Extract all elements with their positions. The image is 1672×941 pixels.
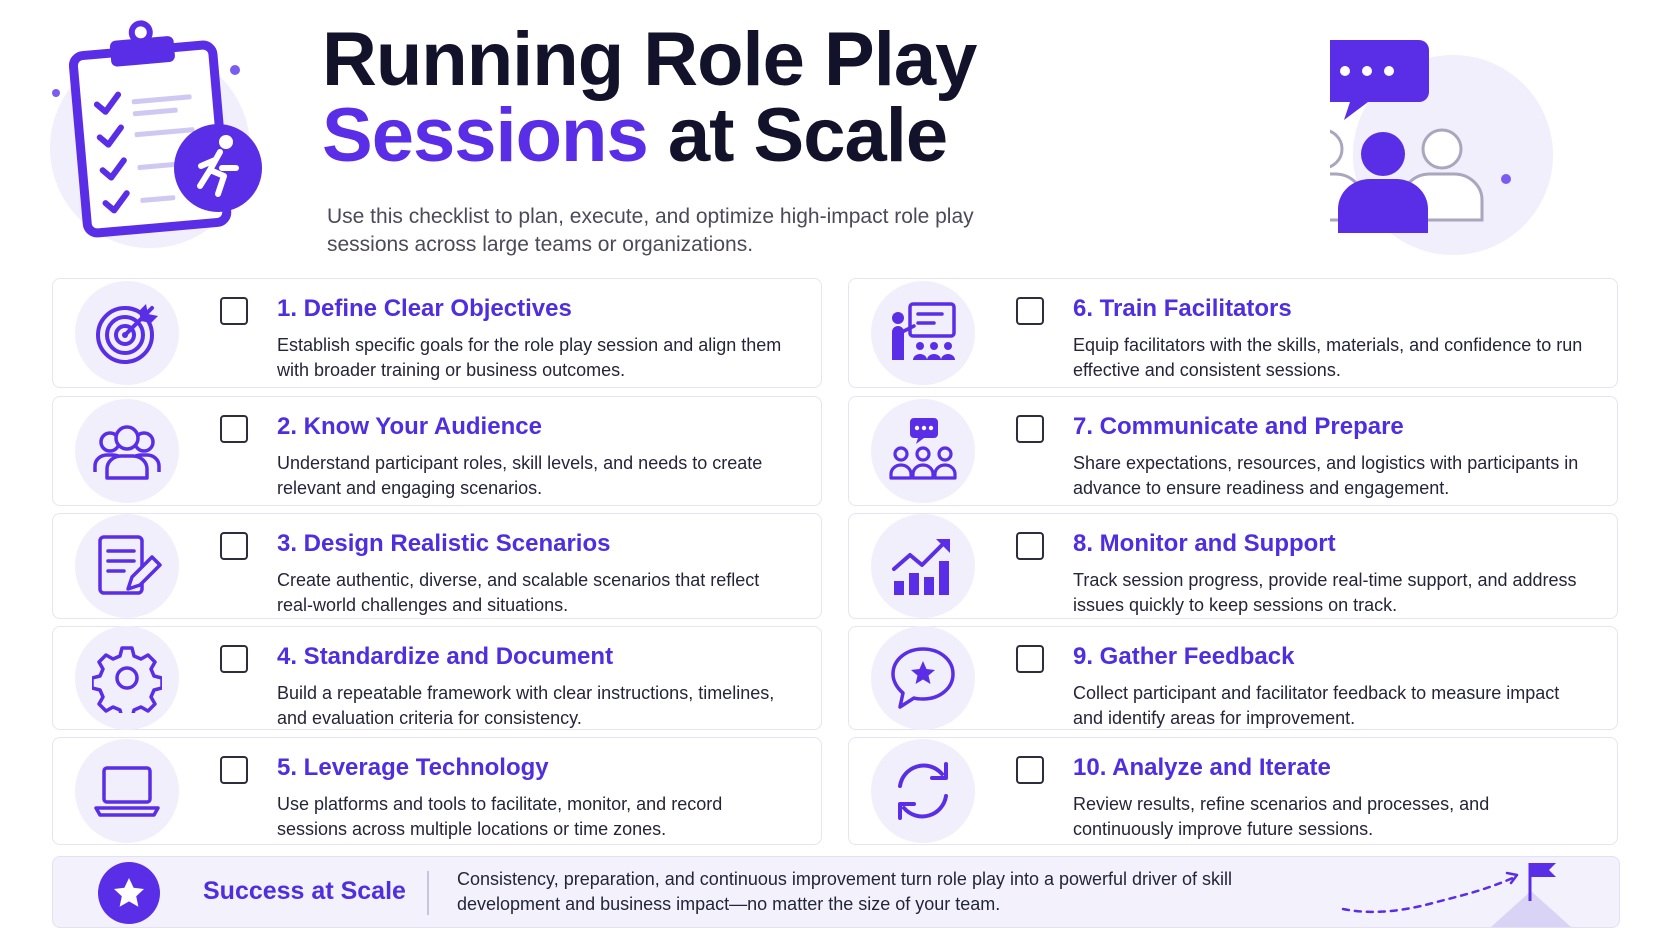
checklist-item-9: 9. Gather Feedback Collect participant a… [848, 626, 1618, 730]
gear-icon-wrapper [75, 626, 179, 730]
item-title-10: 10. Analyze and Iterate [1073, 754, 1331, 781]
checkbox-7[interactable] [1016, 415, 1044, 443]
document-edit-icon-wrapper [75, 514, 179, 618]
footer-divider [427, 871, 429, 915]
group-chat-icon-wrapper [871, 399, 975, 503]
star-badge [98, 862, 160, 924]
title-line1: Running Role Play [322, 17, 977, 102]
star-speech-icon [891, 647, 955, 709]
item-desc-1: Establish specific goals for the role pl… [277, 335, 782, 380]
item-title-1: 1. Define Clear Objectives [277, 295, 572, 322]
audience-icon-wrapper [75, 399, 179, 503]
checkbox-6[interactable] [1016, 297, 1044, 325]
item-title-5: 5. Leverage Technology [277, 754, 549, 781]
item-title-4: 4. Standardize and Document [277, 643, 614, 670]
item-desc-6: Equip facilitators with the skills, mate… [1073, 335, 1583, 380]
title-line2-rest: at Scale [647, 93, 948, 178]
target-icon-wrapper [75, 281, 179, 385]
checkbox-1[interactable] [220, 297, 248, 325]
laptop-icon [94, 766, 160, 817]
item-desc-9: Collect participant and facilitator feed… [1073, 683, 1560, 728]
checkbox-10[interactable] [1016, 756, 1044, 784]
group-chat-icon [889, 418, 957, 480]
growth-chart-icon [892, 539, 950, 595]
flag-icon [1341, 863, 1571, 927]
checklist-item-7: 7. Communicate and Prepare Share expecta… [848, 396, 1618, 506]
item-title-3: 3. Design Realistic Scenarios [277, 530, 611, 557]
checkbox-3[interactable] [220, 532, 248, 560]
checklist-item-8: 8. Monitor and Support Track session pro… [848, 513, 1618, 619]
title-accent: Sessions [322, 93, 649, 178]
checkbox-5[interactable] [220, 756, 248, 784]
success-desc: Consistency, preparation, and continuous… [457, 869, 1233, 914]
item-desc-7: Share expectations, resources, and logis… [1073, 453, 1579, 498]
growth-chart-icon-wrapper [871, 514, 975, 618]
star-speech-icon-wrapper [871, 626, 975, 730]
target-icon [96, 304, 158, 364]
checkbox-8[interactable] [1016, 532, 1044, 560]
checklist-grid: 1. Define Clear Objectives Establish spe… [52, 278, 1620, 848]
team-chat-illustration [1330, 40, 1553, 255]
item-desc-2: Understand participant roles, skill leve… [277, 453, 763, 498]
checklist-item-10: 10. Analyze and Iterate Review results, … [848, 737, 1618, 845]
checklist-item-1: 1. Define Clear Objectives Establish spe… [52, 278, 822, 388]
star-icon [114, 878, 144, 907]
checkbox-9[interactable] [1016, 645, 1044, 673]
page-subtitle: Use this checklist to plan, execute, and… [327, 205, 974, 256]
refresh-icon-wrapper [871, 739, 975, 843]
refresh-icon [898, 762, 948, 820]
success-title: Success at Scale [203, 877, 406, 905]
item-title-7: 7. Communicate and Prepare [1073, 413, 1404, 440]
checklist-item-3: 3. Design Realistic Scenarios Create aut… [52, 513, 822, 619]
item-title-8: 8. Monitor and Support [1073, 530, 1336, 557]
presenter-icon-wrapper [871, 281, 975, 385]
item-desc-4: Build a repeatable framework with clear … [277, 683, 775, 728]
item-title-2: 2. Know Your Audience [277, 413, 542, 440]
item-desc-5: Use platforms and tools to facilitate, m… [277, 794, 723, 839]
laptop-icon-wrapper [75, 739, 179, 843]
success-banner: Success at Scale Consistency, preparatio… [52, 856, 1620, 928]
checkbox-2[interactable] [220, 415, 248, 443]
checklist-item-6: 6. Train Facilitators Equip facilitators… [848, 278, 1618, 388]
item-desc-8: Track session progress, provide real-tim… [1073, 570, 1577, 615]
checkbox-4[interactable] [220, 645, 248, 673]
audience-icon [93, 425, 161, 480]
item-title-9: 9. Gather Feedback [1073, 643, 1295, 670]
item-title-6: 6. Train Facilitators [1073, 295, 1292, 322]
item-desc-3: Create authentic, diverse, and scalable … [277, 570, 760, 615]
checklist-item-5: 5. Leverage Technology Use platforms and… [52, 737, 822, 845]
presenter-icon [892, 302, 956, 360]
gear-icon [92, 646, 162, 713]
document-edit-icon [98, 535, 162, 595]
checklist-item-2: 2. Know Your Audience Understand partici… [52, 396, 822, 506]
item-desc-10: Review results, refine scenarios and pro… [1073, 794, 1490, 839]
clipboard-illustration [50, 20, 262, 248]
checklist-item-4: 4. Standardize and Document Build a repe… [52, 626, 822, 730]
